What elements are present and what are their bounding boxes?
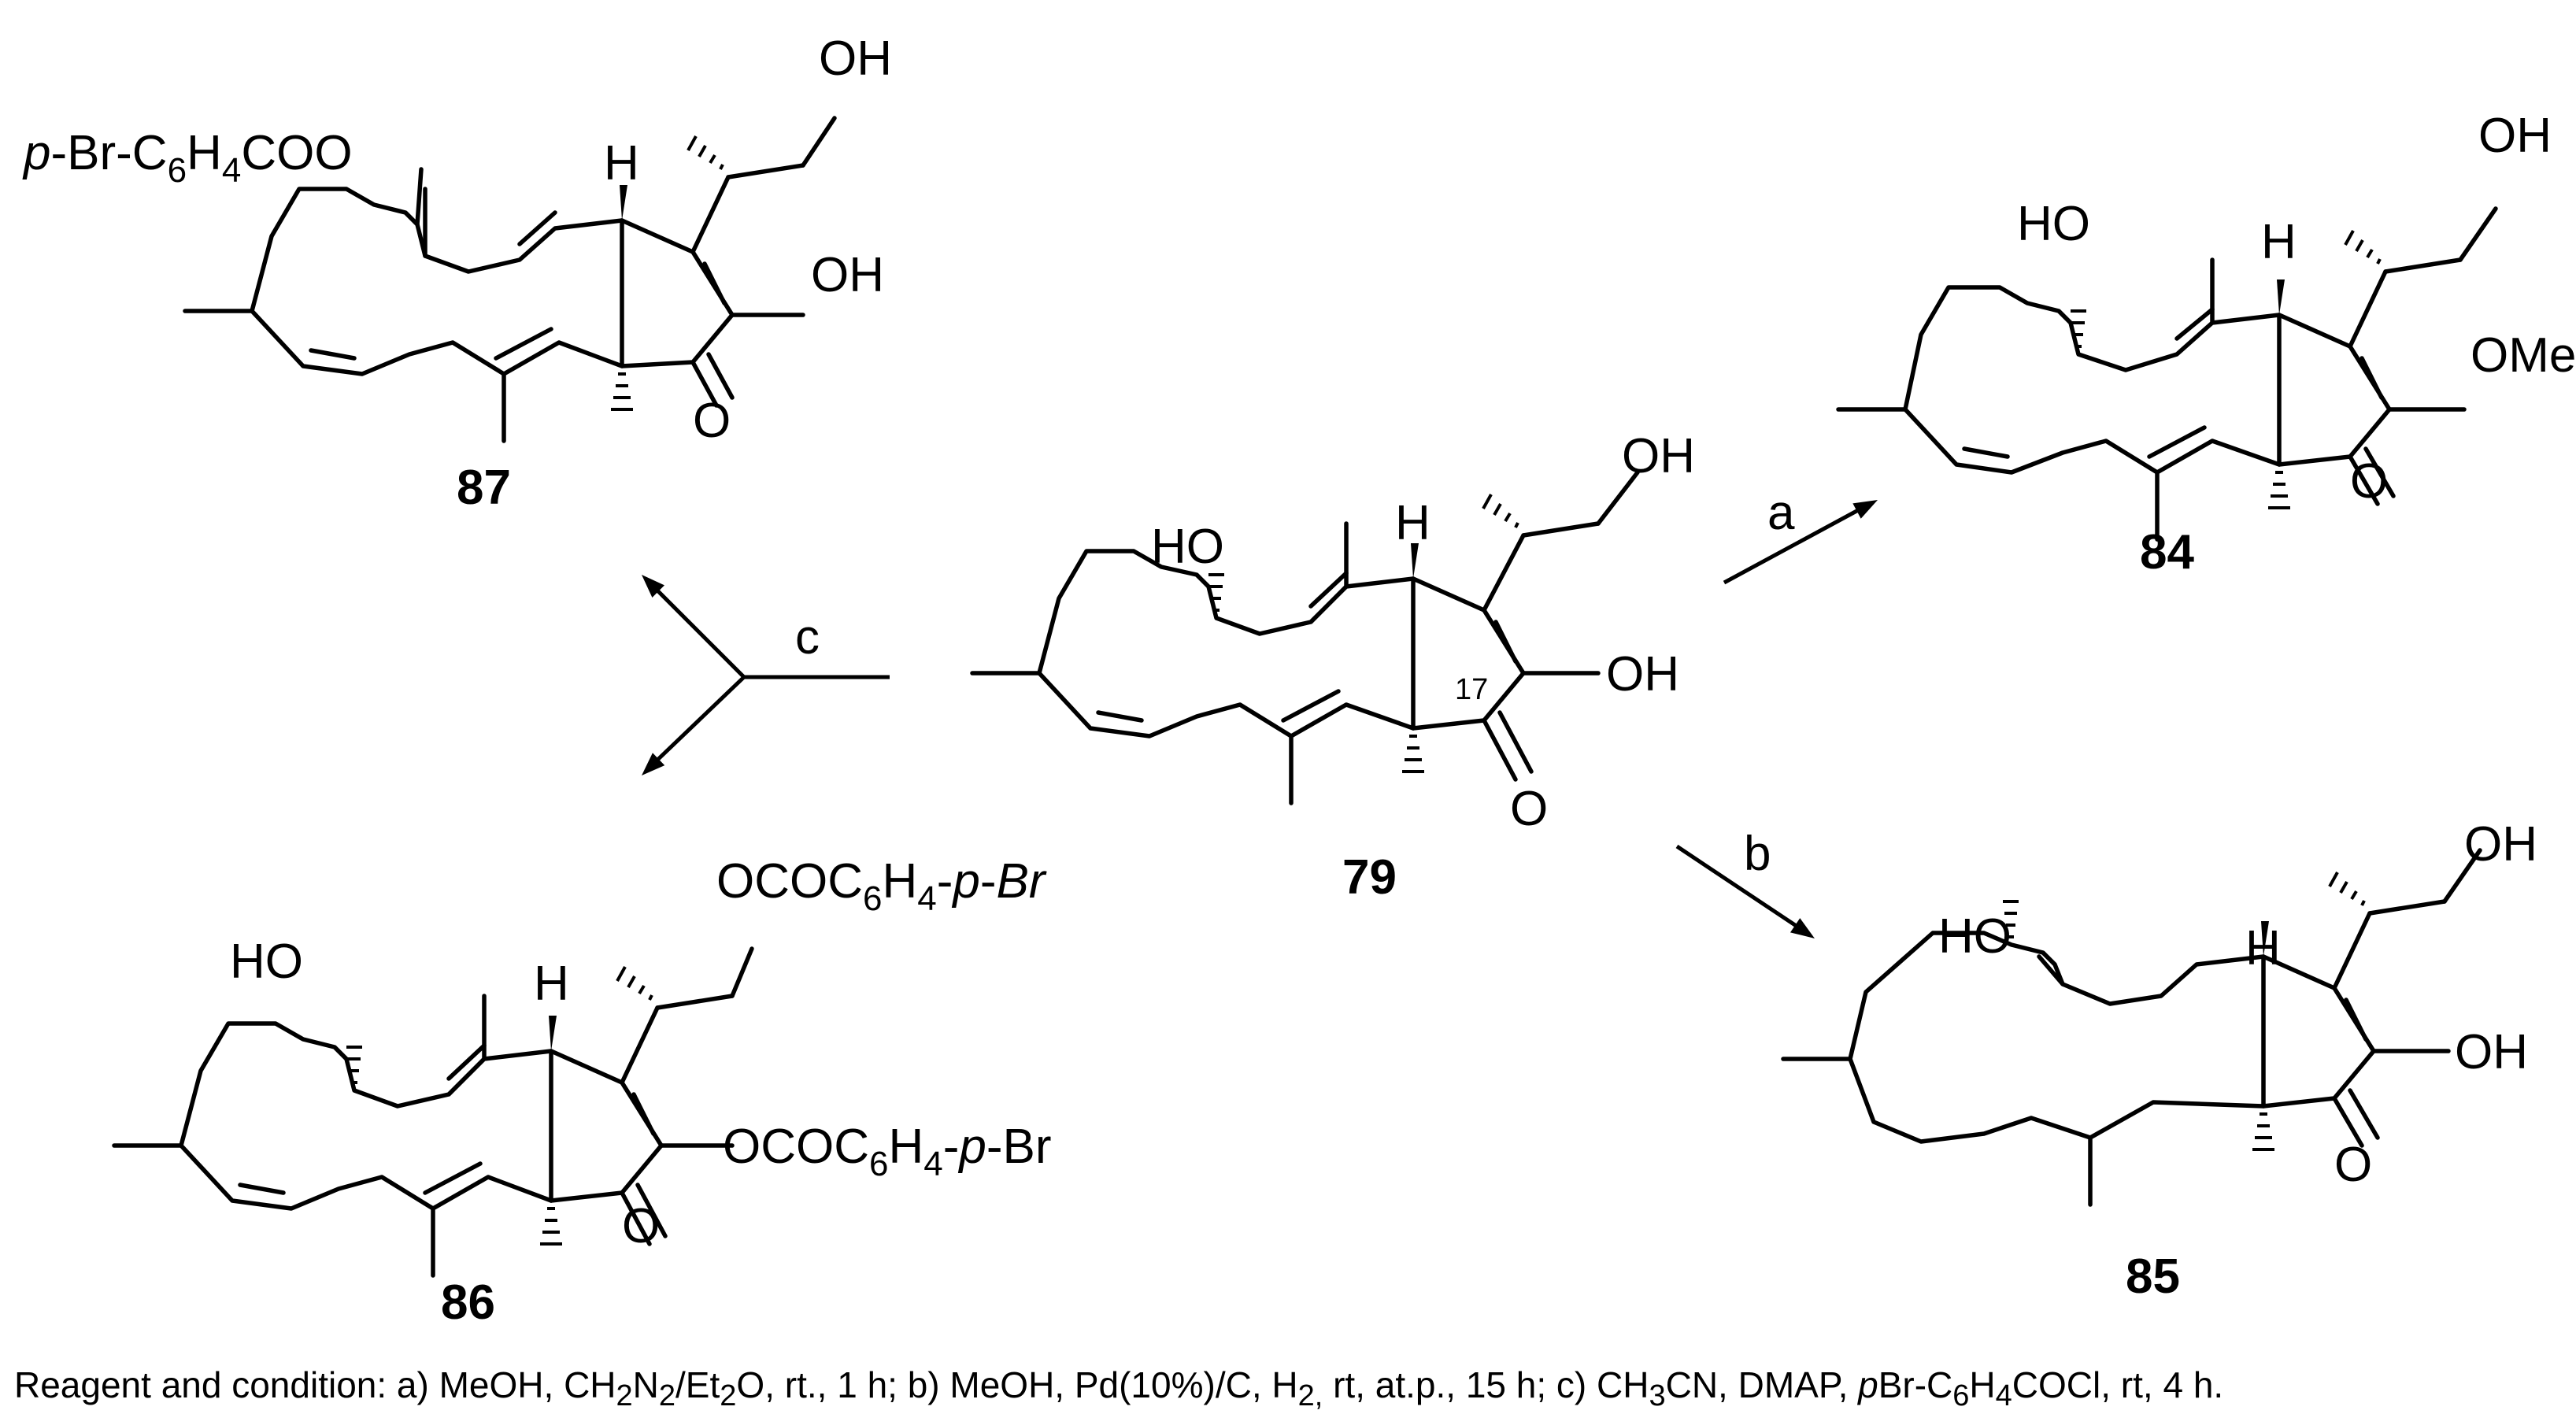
- c85-compound-number: 85: [2126, 1249, 2180, 1304]
- c87-ester-label: p-Br-C6H4COO: [22, 126, 353, 190]
- c84-oh-top-label: OH: [2478, 109, 2552, 163]
- c85-h-label: H: [2245, 921, 2281, 975]
- compound-86: HO H O OCOC6H4-p-Br OCOC6H4-p-Br 86: [112, 854, 1052, 1330]
- arrow-c: c: [635, 568, 890, 782]
- compound-85-skeleton: [1781, 848, 2482, 1207]
- c79-ho-label: HO: [1151, 520, 1224, 574]
- c85-o-label: O: [2334, 1138, 2372, 1192]
- compound-79: HO OH OH H O 17 79: [970, 429, 1695, 905]
- c86-ester-top-label: OCOC6H4-p-Br: [716, 854, 1047, 918]
- c79-oh-right-label: OH: [1606, 647, 1679, 701]
- c84-ome-label: OMe: [2471, 328, 2576, 383]
- c87-oh-right-label: OH: [811, 248, 884, 302]
- c87-h-label: H: [604, 136, 639, 191]
- c85-oh-right-label: OH: [2455, 1025, 2528, 1079]
- arrow-b: b: [1675, 827, 1820, 946]
- compound-84: HO OH OMe H O 84: [1836, 109, 2576, 579]
- compound-87: p-Br-C6H4COO OH OH H O 87: [22, 31, 892, 515]
- reaction-conditions-caption: Reagent and condition: a) MeOH, CH2N2/Et…: [14, 1364, 2223, 1412]
- c79-o-label: O: [1510, 782, 1548, 836]
- c79-oh-top-label: OH: [1622, 429, 1695, 483]
- c79-position-label: 17: [1455, 673, 1488, 706]
- c79-compound-number: 79: [1342, 850, 1397, 905]
- compound-84-skeleton: [1836, 206, 2498, 542]
- c87-o-label: O: [693, 394, 731, 448]
- arrow-c-label: c: [795, 610, 820, 664]
- c86-h-label: H: [534, 957, 569, 1011]
- c84-o-label: O: [2350, 454, 2388, 509]
- c84-compound-number: 84: [2140, 525, 2194, 579]
- c86-o-label: O: [622, 1199, 660, 1253]
- c86-compound-number: 86: [441, 1275, 495, 1330]
- c85-ho-label: HO: [1938, 909, 2012, 964]
- c84-h-label: H: [2261, 215, 2297, 269]
- c86-ester-right-label: OCOC6H4-p-Br: [723, 1120, 1052, 1183]
- compound-85: HO OH OH H O 85: [1781, 817, 2537, 1304]
- c84-ho-label: HO: [2017, 197, 2090, 251]
- compound-79-skeleton: [970, 470, 1640, 805]
- arrow-a: a: [1723, 486, 1882, 585]
- c87-compound-number: 87: [457, 461, 511, 515]
- c87-oh-top-label: OH: [819, 31, 892, 86]
- compound-86-skeleton: [112, 946, 754, 1278]
- compound-87-skeleton: [183, 116, 837, 443]
- c79-h-label: H: [1395, 496, 1430, 550]
- arrow-a-label: a: [1767, 486, 1795, 540]
- c85-oh-top-label: OH: [2464, 817, 2537, 872]
- c86-ho-label: HO: [230, 935, 303, 989]
- arrow-b-label: b: [1744, 827, 1771, 881]
